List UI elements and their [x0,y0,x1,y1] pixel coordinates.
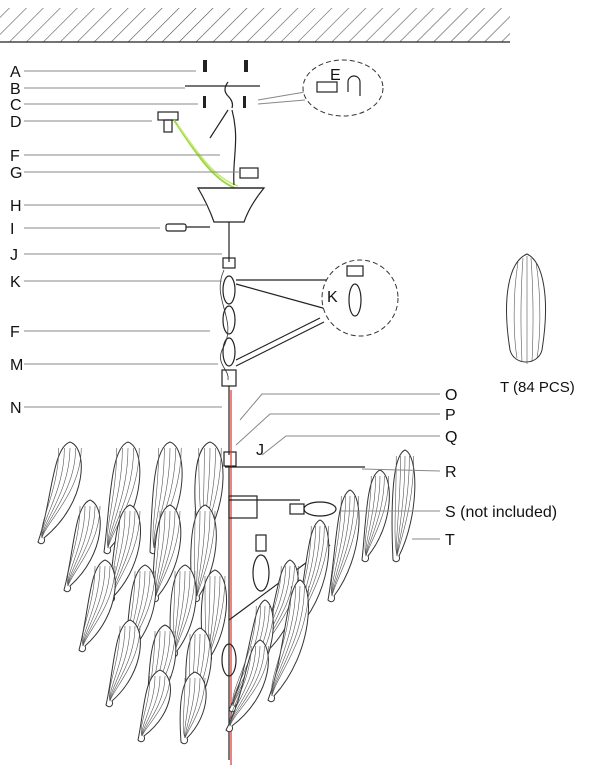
label-s: S (not included) [445,504,557,521]
label-b: B [10,81,21,98]
detail-k-label: K [327,289,338,306]
label-m: M [10,357,23,374]
detail-k: K [235,259,399,367]
ceiling-hook [224,81,234,109]
label-p: P [445,407,456,424]
right-leaders [235,393,441,540]
crystal-leaf [327,489,360,603]
crystal-leaf [105,619,141,708]
label-k: K [10,274,21,291]
left-label-column: A B C D F G H I J K F M N [10,64,23,417]
crystal-count-caption: T (84 PCS) [500,379,575,396]
bulb-s-icon [221,501,337,677]
canopy-h [196,187,266,223]
label-c: C [10,97,22,114]
locking-screw-i-icon [165,223,210,232]
crystal-leaf [179,671,207,745]
detail-connector-icon [346,265,364,277]
label-d: D [10,114,22,131]
label-f-lower: F [10,324,20,341]
wire-connector-d-icon [157,111,179,133]
crystal-leaf [225,639,270,733]
label-i: I [10,221,14,238]
crystal-t-detail: T (84 PCS) [500,253,575,396]
support-wire [231,109,237,186]
screw-tool [209,109,229,139]
right-label-column: O P Q R S (not included) T [445,387,557,549]
detail-hook-icon [347,75,361,96]
ground-wire-yellow [177,124,239,187]
crystal-leaves [37,441,416,745]
detail-e: E [257,59,384,117]
detail-e-label: E [330,67,341,84]
label-g: G [10,165,22,182]
frame-connector-q [223,451,237,467]
label-j: J [10,247,18,264]
label-t: T [445,532,455,549]
crystal-leaf [37,441,82,545]
power-wire-f [219,269,229,381]
chain-k [222,275,236,367]
label-h: H [10,198,22,215]
label-o: O [445,387,457,404]
label-r: R [445,464,457,481]
detail-j-label: J [256,442,264,459]
chain-connector-j [222,257,236,269]
label-a: A [10,64,21,81]
crystal-leaf [78,559,116,653]
detail-screw-icon [316,81,338,93]
crystal-leaf [361,469,390,563]
screw-a-icon [203,60,248,72]
crystal-leaf [137,669,171,743]
crystal-leaf [63,499,101,593]
wire-terminal-g-icon [239,167,259,179]
chain-connector-m [221,369,237,387]
label-q: Q [445,429,457,446]
ground-wire-green [173,119,236,189]
ceiling-hatch [0,8,510,42]
label-f-upper: F [10,148,20,165]
left-leaders [24,70,240,408]
crystal-leaf [391,449,416,563]
label-n: N [10,400,22,417]
crystal-leaf [267,579,310,703]
detail-link-icon [348,283,362,317]
crystal-leaf [103,441,141,555]
screw-c-icon [203,96,246,108]
